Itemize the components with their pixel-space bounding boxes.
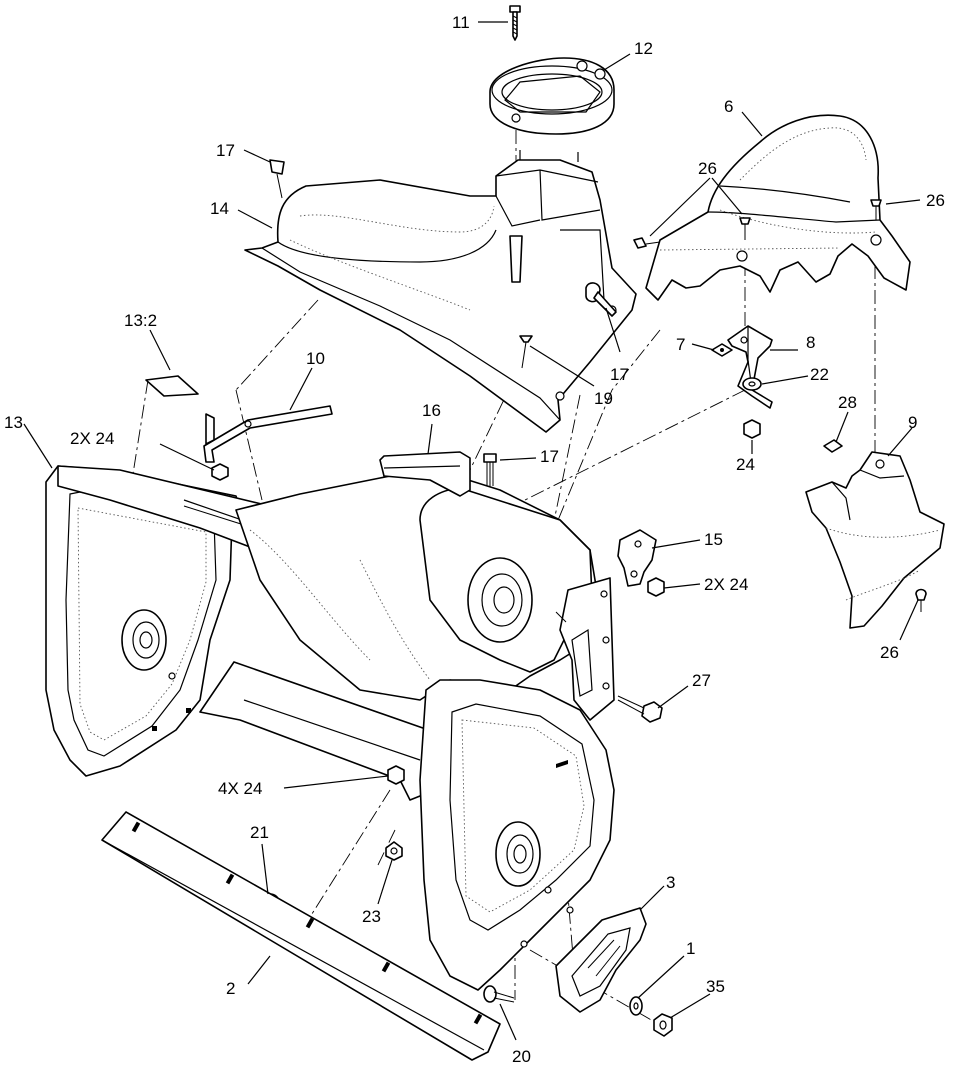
part-8-bracket [727, 325, 773, 409]
part-26-screw-deflector-mid [739, 217, 751, 240]
callout-3: 3 [666, 873, 675, 892]
part-11-bolt [509, 5, 521, 41]
callout-8: 8 [806, 333, 815, 352]
callout-labels: 11 12 6 26 26 17 14 13:2 10 7 8 22 17 19… [4, 13, 945, 1066]
part-9-lower-deflector [805, 451, 945, 629]
callout-6: 6 [724, 97, 733, 116]
callout-14: 14 [210, 199, 229, 218]
callout-12: 12 [634, 39, 653, 58]
callout-2: 2 [226, 979, 235, 998]
callout-9: 9 [908, 413, 917, 432]
part-27-bolt [617, 695, 663, 723]
part-16-strip [379, 451, 471, 497]
part-26-screw-deflector-right [870, 199, 882, 220]
callout-2x-24-right: 2X 24 [704, 575, 748, 594]
part-19-screw [519, 335, 533, 369]
callout-11: 11 [452, 13, 470, 32]
callout-13-2: 13:2 [124, 311, 157, 330]
part-23-nut [385, 841, 403, 861]
part-10-bracket-arm [203, 405, 333, 463]
callout-4x-24: 4X 24 [218, 779, 262, 798]
callout-2x-24-left: 2X 24 [70, 429, 114, 448]
part-7-clip-nut [711, 343, 733, 357]
callout-35: 35 [706, 977, 725, 996]
callout-17-middle: 17 [540, 447, 559, 466]
callout-21: 21 [250, 823, 269, 842]
callout-26-deflector-right: 26 [926, 191, 945, 210]
callout-20: 20 [512, 1047, 531, 1066]
callout-13: 13 [4, 413, 23, 432]
callout-23: 23 [362, 907, 381, 926]
part-20-carriage-bolt [483, 985, 515, 1003]
part-2-scraper-blade [101, 811, 501, 1061]
part-1-washer [629, 996, 643, 1016]
part-14-chute-base [244, 150, 637, 433]
part-13-auger-housing [45, 465, 615, 991]
callout-26-bracket: 26 [880, 643, 899, 662]
callout-19: 19 [594, 389, 613, 408]
callout-22: 22 [810, 365, 829, 384]
callout-27: 27 [692, 671, 711, 690]
part-17-bolt-chute-right [585, 282, 617, 317]
part-3-skid-shoe [555, 907, 647, 1013]
part-17-bolt-top-left [269, 159, 285, 199]
callout-7: 7 [676, 335, 685, 354]
part-13-2-decal [145, 375, 199, 397]
part-35-flange-nut [653, 1013, 673, 1037]
part-12-chute-ring [489, 57, 615, 135]
callout-26-deflector-top: 26 [698, 159, 717, 178]
part-15-bracket [617, 529, 657, 587]
callout-16: 16 [422, 401, 441, 420]
callout-1: 1 [686, 939, 695, 958]
part-24-nut-right [647, 577, 665, 597]
part-6-deflector [645, 114, 911, 301]
callout-17-top: 17 [216, 141, 235, 160]
part-22-washer [742, 377, 762, 391]
part-24-nut-bracket [743, 419, 761, 439]
callout-15: 15 [704, 530, 723, 549]
callout-28: 28 [838, 393, 857, 412]
callout-24-bracket: 24 [736, 455, 755, 474]
part-24-nut-4x [387, 765, 405, 785]
part-28-clip [823, 439, 843, 453]
part-17-bolt-middle [483, 453, 497, 488]
callout-17-chute: 17 [610, 365, 629, 384]
part-26-screw-deflector-left [633, 237, 661, 249]
part-24-nut-left [211, 463, 229, 481]
callout-leader-lines [23, 21, 921, 1041]
part-26-screw-bracket [915, 588, 927, 612]
callout-10: 10 [306, 349, 325, 368]
